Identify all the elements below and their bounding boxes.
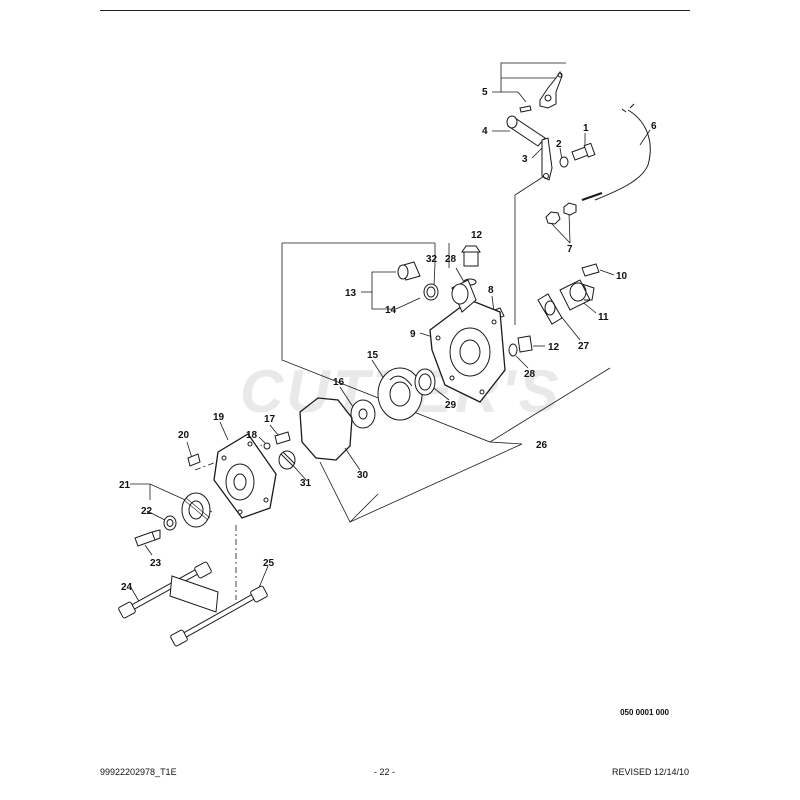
callout-30: 30 bbox=[357, 470, 369, 481]
callout-18: 18 bbox=[246, 430, 258, 441]
part-31-mech-seal bbox=[278, 450, 296, 470]
callout-20: 20 bbox=[178, 430, 190, 441]
part-20-bolt bbox=[187, 453, 201, 467]
part-21-clutch-drum bbox=[181, 492, 211, 528]
callout-12-top: 12 bbox=[471, 230, 483, 241]
part-12-plug-top bbox=[461, 245, 481, 267]
callout-24: 24 bbox=[121, 582, 133, 593]
callout-6: 6 bbox=[651, 121, 657, 132]
figure-code: 050 0001 000 bbox=[620, 708, 669, 717]
callout-13: 13 bbox=[345, 288, 357, 299]
header-rule bbox=[100, 10, 690, 11]
part-4-handle bbox=[506, 115, 546, 147]
callout-28-top: 28 bbox=[445, 254, 457, 265]
callout-8: 8 bbox=[488, 285, 494, 296]
callout-17: 17 bbox=[264, 414, 276, 425]
callout-4: 4 bbox=[482, 126, 488, 137]
callout-22: 22 bbox=[141, 506, 153, 517]
callout-14: 14 bbox=[385, 305, 397, 316]
part-6-throttle-cable bbox=[581, 103, 651, 202]
part-15-impeller-cover bbox=[377, 367, 423, 421]
callout-31: 31 bbox=[300, 478, 312, 489]
callout-9: 9 bbox=[410, 329, 416, 340]
part-17-bolt bbox=[274, 431, 291, 445]
part-5-throttle-lever bbox=[519, 71, 563, 113]
part-30-gasket bbox=[299, 397, 353, 461]
part-27-gasket bbox=[537, 293, 563, 325]
part-16-impeller bbox=[350, 399, 376, 429]
callout-12-right: 12 bbox=[548, 342, 560, 353]
callout-27: 27 bbox=[578, 341, 590, 352]
part-9-pump-housing bbox=[429, 279, 506, 403]
footer-doc-id: 99922202978_T1E bbox=[100, 767, 177, 777]
part-19-adapter-housing bbox=[213, 433, 277, 519]
callout-2: 2 bbox=[556, 139, 562, 150]
part-2-washer bbox=[559, 156, 569, 168]
callout-29: 29 bbox=[445, 400, 457, 411]
part-1-bolt bbox=[571, 142, 596, 161]
callout-1: 1 bbox=[583, 123, 589, 134]
callout-11: 11 bbox=[598, 312, 609, 323]
callout-16: 16 bbox=[333, 377, 345, 388]
part-18-washer bbox=[263, 442, 271, 450]
callout-3: 3 bbox=[522, 154, 528, 165]
callout-28-mid: 28 bbox=[524, 369, 536, 380]
callout-32: 32 bbox=[426, 254, 438, 265]
part-3-lever-bracket bbox=[541, 137, 553, 181]
callout-15: 15 bbox=[367, 350, 379, 361]
callout-26: 26 bbox=[536, 440, 548, 451]
part-7-nuts bbox=[545, 202, 577, 225]
part-28-oring-right bbox=[508, 343, 518, 357]
callout-19: 19 bbox=[213, 412, 225, 423]
callout-labels: 1 2 3 4 5 6 7 8 9 10 11 12 12 13 14 15 1… bbox=[119, 87, 657, 593]
part-24-25-base-frame bbox=[118, 561, 268, 647]
part-32-fitting bbox=[397, 261, 421, 281]
part-10-bolt bbox=[581, 263, 600, 277]
callout-5: 5 bbox=[482, 87, 488, 98]
part-11-outlet-flange bbox=[559, 279, 595, 311]
callout-23: 23 bbox=[150, 558, 162, 569]
part-23-screw bbox=[134, 529, 161, 547]
part-22-bushing bbox=[163, 515, 177, 531]
callout-25: 25 bbox=[263, 558, 275, 569]
leader-lines bbox=[129, 62, 651, 604]
part-12-plug-right bbox=[517, 335, 533, 353]
callout-7: 7 bbox=[567, 244, 573, 255]
part-29-seal-ring bbox=[414, 368, 436, 396]
footer-revision: REVISED 12/14/10 bbox=[611, 767, 689, 777]
footer-page-number: - 22 - bbox=[374, 767, 396, 777]
part-14-washer bbox=[423, 283, 439, 301]
callout-10: 10 bbox=[616, 271, 628, 282]
callout-21: 21 bbox=[119, 480, 131, 491]
